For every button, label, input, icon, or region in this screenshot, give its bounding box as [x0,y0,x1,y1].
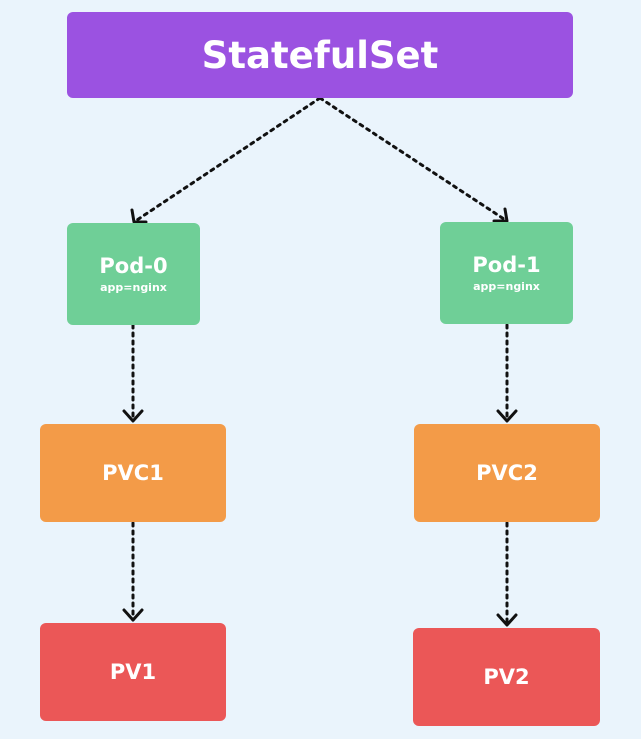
pvc1-label: PVC1 [102,461,164,485]
arrowhead-pvc1 [122,409,144,423]
pv2-node: PV2 [413,628,600,726]
pod-1-name: Pod-1 [472,252,541,277]
arrowhead-pvc2 [496,409,518,423]
arrowhead-pod-1 [492,207,509,223]
pv1-node: PV1 [40,623,226,721]
arrow-statefulset-to-pod-0 [132,96,322,224]
pod-1-node: Pod-1 app=nginx [440,222,573,324]
arrowhead-pv2 [496,613,518,627]
statefulset-label: StatefulSet [201,33,439,77]
pod-0-label: app=nginx [100,281,167,295]
pvc2-node: PVC2 [414,424,600,522]
pod-1-label: app=nginx [473,280,540,294]
arrowhead-pv1 [122,608,144,622]
pv2-label: PV2 [483,665,530,689]
pod-0-name: Pod-0 [99,253,168,278]
pv1-label: PV1 [109,660,157,684]
arrow-statefulset-to-pod-1 [318,96,509,223]
pvc1-node: PVC1 [40,424,226,522]
arrowhead-pod-0 [130,208,148,224]
statefulset-node: StatefulSet [67,12,573,98]
pvc2-label: PVC2 [476,461,538,485]
pod-0-node: Pod-0 app=nginx [67,223,200,325]
